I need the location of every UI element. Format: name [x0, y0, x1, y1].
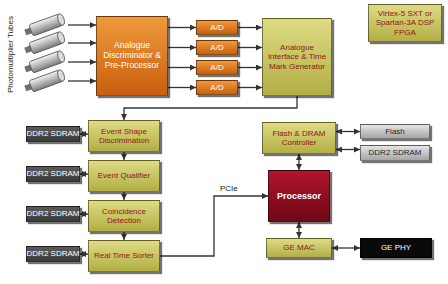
connector — [80, 213, 88, 214]
box-label: DDR2 SDRAM — [27, 129, 80, 138]
signal-arrow — [68, 42, 96, 43]
phy-box: GE PHY — [360, 238, 432, 258]
memory-box: Flash — [360, 124, 430, 139]
process-box: Analogue Interface & Time Mark Generator — [262, 18, 332, 96]
signal-arrow — [68, 61, 96, 62]
bus-label: PCIe — [219, 184, 239, 193]
box-label: Flash & DRAM Controller — [266, 129, 332, 147]
connector — [124, 96, 297, 120]
converter-box: A/D — [196, 80, 238, 95]
box-label: GE MAC — [283, 243, 315, 252]
connector — [238, 47, 262, 48]
connector — [168, 87, 196, 88]
connector — [332, 247, 360, 248]
process-box: Coincidence Detection — [88, 200, 160, 232]
box-label: A/D — [210, 83, 223, 92]
box-label: Event Qualifier — [98, 171, 150, 180]
tube-window — [56, 50, 66, 63]
process-box: Analogue Discriminator & Pre-Processor — [96, 16, 168, 96]
converter-box: A/D — [196, 40, 238, 55]
process-box: Real Time Sorter — [88, 240, 160, 272]
box-label: DDR2 SDRAM — [27, 249, 80, 258]
memory-box: DDR2 SDRAM — [360, 145, 430, 161]
connector — [298, 222, 299, 238]
process-box: Event Shape Discrimination — [88, 120, 160, 152]
connector — [238, 27, 262, 28]
tube-window — [56, 31, 66, 44]
connector — [298, 154, 299, 170]
connector — [336, 131, 360, 132]
connector — [80, 173, 88, 174]
box-label: Flash — [385, 127, 405, 136]
memory-box: DDR2 SDRAM — [26, 166, 80, 182]
memory-box: DDR2 SDRAM — [26, 126, 80, 142]
box-label: Event Shape Discrimination — [92, 127, 156, 145]
box-label: GE PHY — [381, 243, 411, 252]
box-label: DDR2 SDRAM — [27, 209, 80, 218]
connector — [168, 67, 196, 68]
connector — [160, 196, 268, 256]
photomultiplier-tube — [23, 69, 66, 94]
connector — [336, 149, 360, 150]
signal-arrow — [68, 24, 96, 25]
box-label: Coincidence Detection — [92, 207, 156, 225]
converter-box: A/D — [196, 60, 238, 75]
connector — [123, 192, 124, 200]
tube-window — [56, 13, 66, 26]
connector — [123, 152, 124, 160]
process-box: Event Qualifier — [88, 160, 160, 192]
box-label: A/D — [210, 43, 223, 52]
box-label: A/D — [210, 23, 223, 32]
connector — [238, 67, 262, 68]
box-label: A/D — [210, 63, 223, 72]
signal-arrow — [68, 80, 96, 81]
box-label: Processor — [277, 191, 321, 201]
memory-box: DDR2 SDRAM — [26, 206, 80, 222]
box-label: Real Time Sorter — [94, 251, 154, 260]
controller-box: Flash & DRAM Controller — [262, 122, 336, 154]
box-label: Analogue Interface & Time Mark Generator — [266, 43, 328, 71]
box-label: DDR2 SDRAM — [27, 169, 80, 178]
device-box: Virtex-5 SXT or Spartan-3A DSP FPGA — [368, 4, 442, 42]
connector — [238, 87, 262, 88]
tube-window — [56, 69, 66, 82]
processor-box: Processor — [268, 170, 330, 222]
connector — [168, 27, 196, 28]
connector — [80, 133, 88, 134]
box-label: Analogue Discriminator & Pre-Processor — [100, 41, 164, 70]
box-label: Virtex-5 SXT or Spartan-3A DSP FPGA — [372, 9, 438, 37]
converter-box: A/D — [196, 20, 238, 35]
connector — [80, 253, 88, 254]
part-name: Photomultiplier Tubes — [6, 9, 15, 101]
box-label: DDR2 SDRAM — [369, 148, 422, 157]
process-box: GE MAC — [266, 238, 332, 258]
connector — [123, 232, 124, 240]
memory-box: DDR2 SDRAM — [26, 246, 80, 262]
connector — [168, 47, 196, 48]
